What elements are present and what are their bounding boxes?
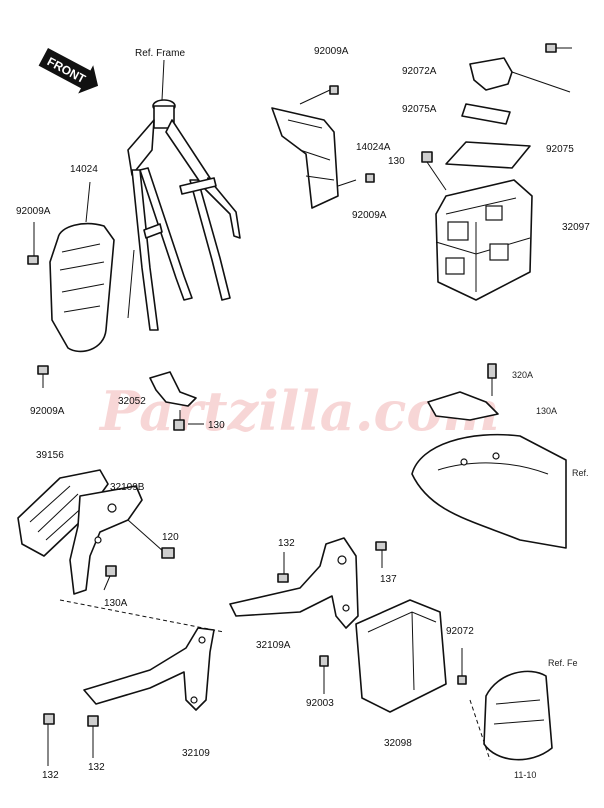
part-320A-bracket <box>427 363 499 421</box>
frame-drawing <box>127 59 241 331</box>
label-14024A: 14024A <box>356 142 391 153</box>
label-14024: 14024 <box>70 164 98 175</box>
label-137: 137 <box>380 574 397 585</box>
label-120: 120 <box>162 532 179 543</box>
assembly-line-right <box>469 699 491 761</box>
rear-part-ref <box>483 670 553 761</box>
label-32052: 32052 <box>118 396 146 407</box>
label-130-mid: 130 <box>208 420 225 431</box>
part-14024-cover <box>49 181 115 353</box>
label-32098: 32098 <box>384 738 412 749</box>
bolt-92009A-left <box>27 222 39 265</box>
label-132-a: 132 <box>278 538 295 549</box>
part-32109A-bracket <box>229 537 387 629</box>
label-32109A: 32109A <box>256 640 291 651</box>
label-92009A-lower: 92009A <box>30 406 65 417</box>
label-92009A-top: 92009A <box>314 46 349 57</box>
assembly-line-left <box>59 599 225 633</box>
label-ref-frame: Ref. Frame <box>135 48 185 59</box>
screw-top-right <box>545 43 572 53</box>
bolt-132-mid <box>87 715 99 758</box>
part-92072A-clamp <box>469 57 571 93</box>
part-92075-pad <box>445 141 531 169</box>
label-bottom-right: 11-10 <box>514 770 536 780</box>
front-arrow-icon: FRONT <box>38 48 99 94</box>
label-39156: 39156 <box>36 450 64 461</box>
part-14024A-bracket <box>271 85 375 209</box>
label-92075: 92075 <box>546 144 574 155</box>
part-92075A-strap <box>461 103 511 125</box>
label-132-c: 132 <box>88 762 105 773</box>
label-130A: 130A <box>104 598 128 609</box>
part-32109-bracket <box>83 627 215 711</box>
label-ref-right: Ref. <box>572 468 589 478</box>
rear-fender-ref <box>411 433 567 549</box>
part-32109B-bracket <box>69 485 175 595</box>
screw-130-top <box>421 151 447 191</box>
label-ref-fender: Ref. Fe <box>548 658 578 668</box>
bolt-92072 <box>457 648 467 685</box>
bolt-92009A-lower <box>37 365 49 388</box>
label-32109: 32109 <box>182 748 210 759</box>
part-32098-cover <box>319 599 447 713</box>
bolt-132-left <box>43 713 55 766</box>
label-130A-right: 130A <box>536 406 557 416</box>
label-92009A-mid: 92009A <box>352 210 387 221</box>
label-92003: 92003 <box>306 698 334 709</box>
label-32097: 32097 <box>562 222 590 233</box>
label-32109B: 32109B <box>110 482 145 493</box>
label-92075A: 92075A <box>402 104 437 115</box>
part-32097-battery-case <box>435 179 533 301</box>
part-32052-bracket <box>149 371 204 431</box>
bolt-130A <box>103 565 117 591</box>
label-92072A: 92072A <box>402 66 437 77</box>
label-92072: 92072 <box>446 626 474 637</box>
label-320A: 320A <box>512 370 533 380</box>
label-92009A-left: 92009A <box>16 206 51 217</box>
label-132-b: 132 <box>42 770 59 781</box>
label-130-top: 130 <box>388 156 405 167</box>
